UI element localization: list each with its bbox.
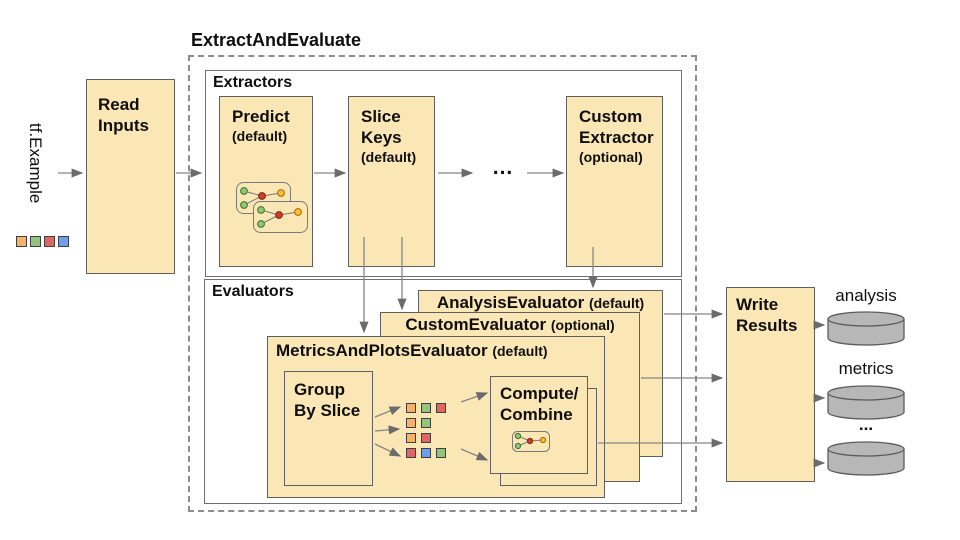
orange-square xyxy=(406,403,416,413)
orange-square xyxy=(406,418,416,428)
output-label-analysis: analysis xyxy=(835,286,897,305)
custom-extractor-qualifier: (optional) xyxy=(579,149,643,165)
square-row xyxy=(406,403,446,413)
green-square xyxy=(30,236,41,247)
blue-square xyxy=(421,448,431,458)
extractor-ellipsis: ... xyxy=(492,156,514,179)
orange-square xyxy=(16,236,27,247)
red-square xyxy=(421,433,431,443)
square-row xyxy=(406,448,446,458)
predict-title: Predict xyxy=(232,107,290,126)
extractors-group-label: Extractors xyxy=(213,74,293,91)
analysis-database-icon xyxy=(827,311,905,346)
read-inputs-box: Read Inputs xyxy=(86,79,175,274)
metrics-and-plots-evaluator-header: MetricsAndPlotsEvaluator (default) xyxy=(276,341,548,360)
square-row xyxy=(406,418,446,428)
read-inputs-title: Read Inputs xyxy=(98,95,149,135)
red-square xyxy=(44,236,55,247)
more-outputs-database-icon xyxy=(827,441,905,476)
blue-square xyxy=(58,236,69,247)
compute-combine-title: Compute/ Combine xyxy=(500,384,579,424)
compute-combine-box: Compute/ Combine xyxy=(490,376,588,474)
red-square xyxy=(406,448,416,458)
red-square xyxy=(436,403,446,413)
slice-keys-title: Slice Keys xyxy=(361,107,402,147)
output-label-metrics: metrics xyxy=(838,359,894,378)
green-square xyxy=(421,418,431,428)
output-label-more: ... xyxy=(858,415,874,434)
slice-keys-qualifier: (default) xyxy=(361,149,417,165)
sliced-examples-grid xyxy=(406,403,446,463)
evaluators-group-label: Evaluators xyxy=(212,283,294,300)
write-results-box: Write Results xyxy=(726,287,815,482)
slice-keys-extractor-box: Slice Keys (default) xyxy=(348,96,435,267)
predict-qualifier: (default) xyxy=(232,128,288,144)
green-square xyxy=(421,403,431,413)
predict-model-graph-icon xyxy=(236,182,308,233)
tf-example-legend xyxy=(16,236,69,247)
orange-square xyxy=(406,433,416,443)
compute-model-graph-icon xyxy=(512,431,550,452)
custom-extractor-title: Custom Extractor xyxy=(579,107,654,147)
tf-example-label: tf.Example xyxy=(26,123,45,204)
group-by-slice-box: Group By Slice xyxy=(284,371,373,486)
custom-extractor-box: Custom Extractor (optional) xyxy=(566,96,663,267)
group-by-slice-title: Group By Slice xyxy=(294,380,361,420)
green-square xyxy=(436,448,446,458)
square-row xyxy=(406,433,446,443)
write-results-title: Write Results xyxy=(736,295,798,335)
extract-and-evaluate-container xyxy=(188,55,697,512)
metrics-database-icon xyxy=(827,385,905,420)
diagram-title: ExtractAndEvaluate xyxy=(191,30,362,50)
square-row xyxy=(16,236,69,247)
custom-evaluator-header: CustomEvaluator (optional) xyxy=(405,315,615,334)
analysis-evaluator-header: AnalysisEvaluator (default) xyxy=(436,293,645,312)
predict-extractor-box: Predict (default) xyxy=(219,96,313,267)
